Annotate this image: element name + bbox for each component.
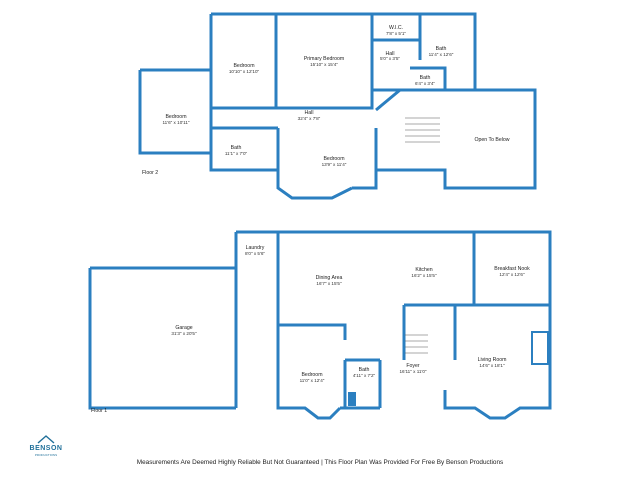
- room-name: Bedroom: [165, 114, 186, 120]
- room-name: Laundry: [246, 245, 265, 251]
- floor-label: Floor 2: [142, 170, 158, 176]
- room-name: Bedroom: [323, 156, 344, 162]
- room-dims: 8'0" x 5'6": [245, 251, 265, 256]
- room-name: Bath: [231, 145, 242, 151]
- room-dims: 16'11" x 11'0": [399, 369, 426, 374]
- brand-logo: BENSON PRODUCTIONS: [22, 430, 70, 457]
- room-name: Garage: [175, 325, 192, 331]
- room-name: Living Room: [478, 357, 507, 363]
- stairs: [405, 117, 440, 354]
- room-dims: 32'4" x 7'8": [298, 116, 321, 121]
- room-dims: 16'7" x 15'5": [316, 281, 342, 286]
- room-dims: 7'8" x 5'1": [386, 31, 406, 36]
- room-name: Kitchen: [415, 267, 432, 273]
- room-dims: 11'0" x 12'4": [300, 378, 325, 383]
- room-name: Hall: [386, 51, 395, 57]
- room-name: Bath: [436, 46, 447, 52]
- house-logo-icon: [37, 435, 55, 444]
- floor-label: Floor 1: [91, 408, 107, 414]
- room-dims: 5'0" x 3'5": [380, 56, 400, 61]
- room-name: Bedroom: [233, 63, 254, 69]
- room-name: Bath: [420, 75, 431, 81]
- room-dims: 4'11" x 7'2": [353, 373, 376, 378]
- brand-sub: PRODUCTIONS: [34, 453, 58, 457]
- brand-name: BENSON: [29, 445, 63, 452]
- room-name: Open To Below: [474, 137, 509, 143]
- room-dims: 14'6" x 18'1": [479, 363, 505, 368]
- floor-1-walls: [88, 230, 552, 420]
- room-dims: 6'4" x 3'4": [415, 81, 435, 86]
- room-dims: 12'4" x 12'6": [499, 272, 525, 277]
- room-name: Dining Area: [316, 275, 343, 281]
- room-dims: 10'10" x 12'10": [229, 69, 260, 74]
- room-name: W.I.C.: [389, 25, 403, 31]
- floor-2-labels: Bedroom 10'10" x 12'10" Primary Bedroom …: [142, 25, 510, 176]
- room-name: Primary Bedroom: [304, 56, 344, 62]
- room-dims: 11'6" x 10'11": [162, 120, 189, 125]
- room-name: Bedroom: [301, 372, 322, 378]
- footer-disclaimer: Measurements Are Deemed Highly Reliable …: [136, 459, 504, 466]
- room-name: Breakfast Nook: [494, 266, 530, 272]
- bath-fixture: [348, 392, 356, 406]
- room-dims: 11'1" x 7'0": [225, 151, 248, 156]
- room-name: Bath: [359, 367, 370, 373]
- room-dims: 15'10" x 15'4": [310, 62, 338, 67]
- room-dims: 16'2" x 15'5": [411, 273, 437, 278]
- room-dims: 11'4" x 12'6": [429, 52, 454, 57]
- room-name: Hall: [305, 110, 314, 116]
- room-dims: 31'3" x 20'5": [171, 331, 197, 336]
- room-dims: 13'9" x 11'4": [322, 162, 347, 167]
- floor-1-labels: Laundry 8'0" x 5'6" Breakfast Nook 12'4"…: [91, 245, 530, 414]
- floor-2-walls: [138, 12, 537, 200]
- room-name: Foyer: [406, 363, 420, 369]
